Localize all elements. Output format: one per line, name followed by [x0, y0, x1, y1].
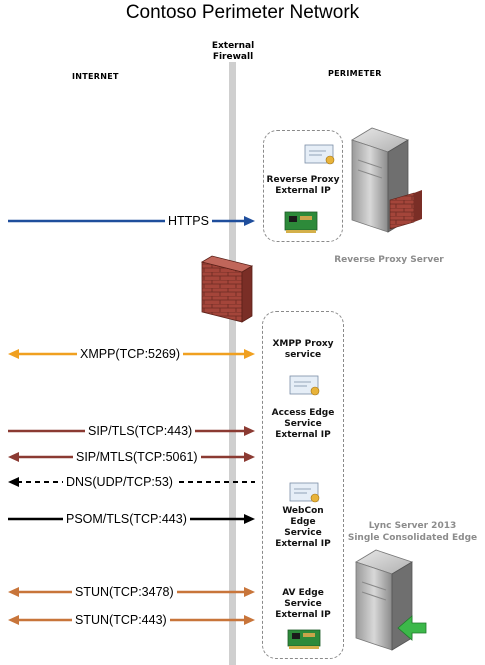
reverse-proxy-server-caption: Reverse Proxy Server	[334, 255, 444, 265]
access-edge-label: Access Edge Service External IP	[262, 408, 344, 441]
internet-zone-label: INTERNET	[72, 72, 119, 81]
reverse-proxy-server-icon	[351, 127, 422, 233]
xmpp-proxy-label-line2: service	[284, 350, 322, 360]
arrowhead-left-stun-3478	[8, 587, 19, 597]
connection-label-sip-tls: SIP/TLS(TCP:443)	[85, 424, 196, 438]
access-edge-label-line1: Access Edge	[271, 408, 335, 418]
connection-label-stun-3478: STUN(TCP:3478)	[72, 585, 177, 599]
certificate-icon	[289, 375, 320, 396]
arrowhead-right-sip-mtls	[244, 452, 255, 462]
lync-edge-caption: Lync Server 2013 Single Consolidated Edg…	[340, 520, 485, 544]
firewall-label-line1: External	[211, 41, 255, 51]
webcon-edge-label-line3: Service	[284, 528, 322, 538]
connection-label-https: HTTPS	[165, 214, 212, 228]
arrowhead-left-stun-443	[8, 615, 19, 625]
arrowhead-right-https	[244, 216, 255, 226]
arrowhead-right-stun-443	[244, 615, 255, 625]
webcon-edge-label-line2: Edge	[290, 517, 316, 527]
av-edge-label-line1: AV Edge	[282, 588, 324, 598]
connection-label-dns: DNS(UDP/TCP:53)	[63, 475, 176, 489]
edge-server-icon	[355, 549, 427, 651]
arrowhead-left-xmpp	[8, 349, 19, 359]
reverse-proxy-label: Reverse Proxy External IP	[263, 175, 343, 197]
av-edge-label-line2: Service	[284, 599, 322, 609]
connection-label-xmpp: XMPP(TCP:5269)	[77, 347, 184, 361]
access-edge-label-line2: Service	[284, 419, 322, 429]
arrowhead-right-psom	[244, 514, 255, 524]
firewall-wall-icon	[200, 255, 254, 323]
av-edge-label-line3: External IP	[275, 610, 331, 620]
network-card-icon	[284, 211, 318, 233]
arrowhead-right-stun-3478	[244, 587, 255, 597]
firewall-line	[229, 62, 236, 665]
av-edge-label: AV Edge Service External IP	[262, 588, 344, 621]
perimeter-zone-label: PERIMETER	[328, 69, 382, 78]
firewall-label-line2: Firewall	[212, 52, 254, 62]
arrowhead-right-sip-tls	[244, 426, 255, 436]
arrowhead-left-sip-mtls	[8, 452, 19, 462]
reverse-proxy-label-line2: External IP	[275, 186, 331, 196]
connection-label-sip-mtls: SIP/MTLS(TCP:5061)	[73, 450, 201, 464]
lync-edge-caption-line1: Lync Server 2013	[368, 521, 457, 531]
page-title: Contoso Perimeter Network	[125, 2, 360, 23]
reverse-proxy-box	[263, 130, 343, 242]
firewall-label: External Firewall	[196, 41, 270, 63]
access-edge-label-line3: External IP	[275, 430, 331, 440]
connection-label-stun-443: STUN(TCP:443)	[72, 613, 170, 627]
arrowhead-right-xmpp	[244, 349, 255, 359]
network-card-icon	[287, 629, 321, 649]
xmpp-proxy-label-line1: XMPP Proxy	[272, 339, 334, 349]
webcon-edge-label-line1: WebCon	[282, 506, 324, 516]
lync-edge-caption-line2: Single Consolidated Edge	[347, 533, 478, 543]
reverse-proxy-label-line1: Reverse Proxy	[266, 175, 340, 185]
webcon-edge-label: WebCon Edge Service External IP	[262, 506, 344, 550]
edge-services-box	[262, 311, 344, 659]
connection-label-psom: PSOM/TLS(TCP:443)	[63, 512, 190, 526]
certificate-icon	[289, 482, 320, 503]
webcon-edge-label-line4: External IP	[275, 539, 331, 549]
arrowhead-left-dns	[8, 477, 19, 487]
certificate-icon	[304, 144, 335, 165]
xmpp-proxy-label: XMPP Proxy service	[262, 339, 344, 361]
